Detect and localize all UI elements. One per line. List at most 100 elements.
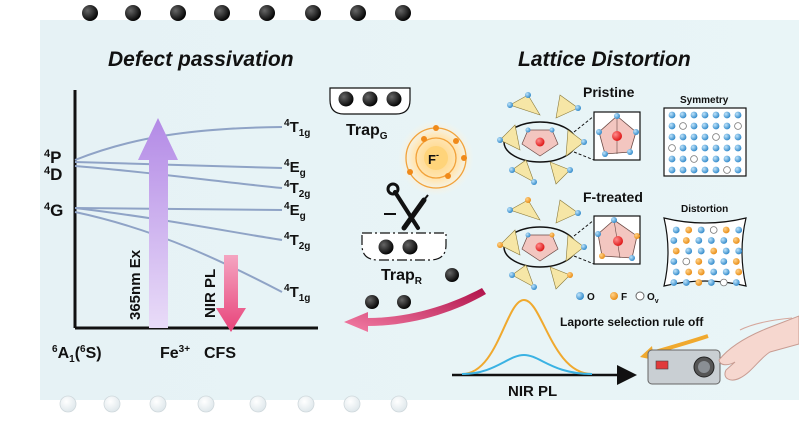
emission-label: NIR PL [202,269,219,318]
legend-ov-marker [635,291,645,301]
cfs-label: CFS [204,345,236,362]
distortion-lattice [670,226,743,287]
f-atom [735,268,743,276]
o-atom [707,279,715,286]
svg-text:4T2g: 4T2g [284,231,310,252]
emission-arrow [216,255,246,332]
o-atom [701,144,709,152]
o-atom [668,133,676,141]
o-atom [670,258,678,265]
o-atom [697,226,705,234]
svg-text:4P: 4P [44,148,61,167]
svg-text:4D: 4D [44,165,62,184]
curve-4t2g-upper [74,165,283,189]
o-atom [701,111,709,119]
f-atom [710,247,718,255]
svg-text:4Eg: 4Eg [284,158,306,179]
o-atom [690,144,698,152]
trap-r-electron [378,239,394,255]
o-atom [679,155,687,163]
svg-text:4T1g: 4T1g [284,118,310,139]
svg-text:4T1g: 4T1g [284,283,310,304]
o-atom [722,247,730,255]
o-atom [735,247,743,255]
o-atom [668,166,676,174]
o-atom [735,226,743,234]
curve-4eg-upper [74,161,283,169]
curve-4t2g-lower [74,207,283,241]
lattice-distortion-title: Lattice Distortion [518,48,691,71]
defect-passivation-title: Defect passivation [108,48,294,71]
o-atom [690,133,698,141]
o-atom [701,155,709,163]
o-atom [720,258,728,265]
o-atom [685,247,693,255]
zoom-line [573,255,595,265]
o-atom [679,144,687,152]
trap-g-label: TrapG [346,122,388,142]
curve-4eg-lower [74,207,283,211]
o-atom [701,133,709,141]
f-atom [685,268,693,276]
f-atom [732,258,740,265]
left-margin [0,20,40,400]
zoom-line [573,151,595,161]
free-electron [397,295,411,309]
o-atom [734,144,742,152]
o-atom [712,155,720,163]
ftreated-label: F-treated [583,189,643,205]
laporte-text: Laporte selection rule off [560,315,704,329]
o-atom [668,122,676,130]
o-atom [734,166,742,174]
right-level-labels: 4T1g 4Eg 4T2g 4Eg 4T2g 4T1g [284,118,310,304]
o-atom [720,237,728,244]
o-atom [695,237,703,244]
o-atom [734,155,742,163]
pristine-zoom-octahedron [593,111,641,161]
o-atom [723,133,731,141]
atom-legend: O F Ov [576,291,659,305]
o-atom [679,111,687,119]
curve-4t1g-lower [74,211,283,293]
ftreated-structure [497,197,587,290]
o-atom [723,144,731,152]
left-level-labels: 4P 4D 4G [44,148,63,220]
symmetry-lattice [668,111,742,174]
switch-device [647,349,721,385]
o-atom [722,268,730,276]
trap-r-label: TrapR [381,267,423,287]
spectrum-curve-pristine [461,353,593,375]
vacancy-site [712,133,720,141]
f-atom [697,268,705,276]
o-atom [732,279,740,286]
bottom-dot-row [59,395,408,413]
o-atom [712,144,720,152]
o-atom [690,122,698,130]
o-atom [679,133,687,141]
vacancy-site [734,122,742,130]
vacancy-site [682,257,691,266]
svg-text:4Eg: 4Eg [284,201,306,222]
o-atom [668,111,676,119]
f-atom [685,226,693,234]
excitation-arrow [138,118,178,328]
o-atom [670,279,678,286]
f-atom [672,247,680,255]
release-arrow [344,288,486,332]
o-atom [668,155,676,163]
o-atom [710,268,718,276]
vacancy-site [723,166,731,174]
o-atom [723,122,731,130]
legend-o-marker [576,292,584,300]
legend-ov-label: Ov [647,292,659,305]
o-atom [712,111,720,119]
o-atom [707,258,715,265]
zoom-line [573,115,595,133]
svg-text:F-: F- [428,150,439,167]
o-atom [712,122,720,130]
o-atom [701,122,709,130]
tools-icon [384,182,429,231]
o-atom [679,166,687,174]
